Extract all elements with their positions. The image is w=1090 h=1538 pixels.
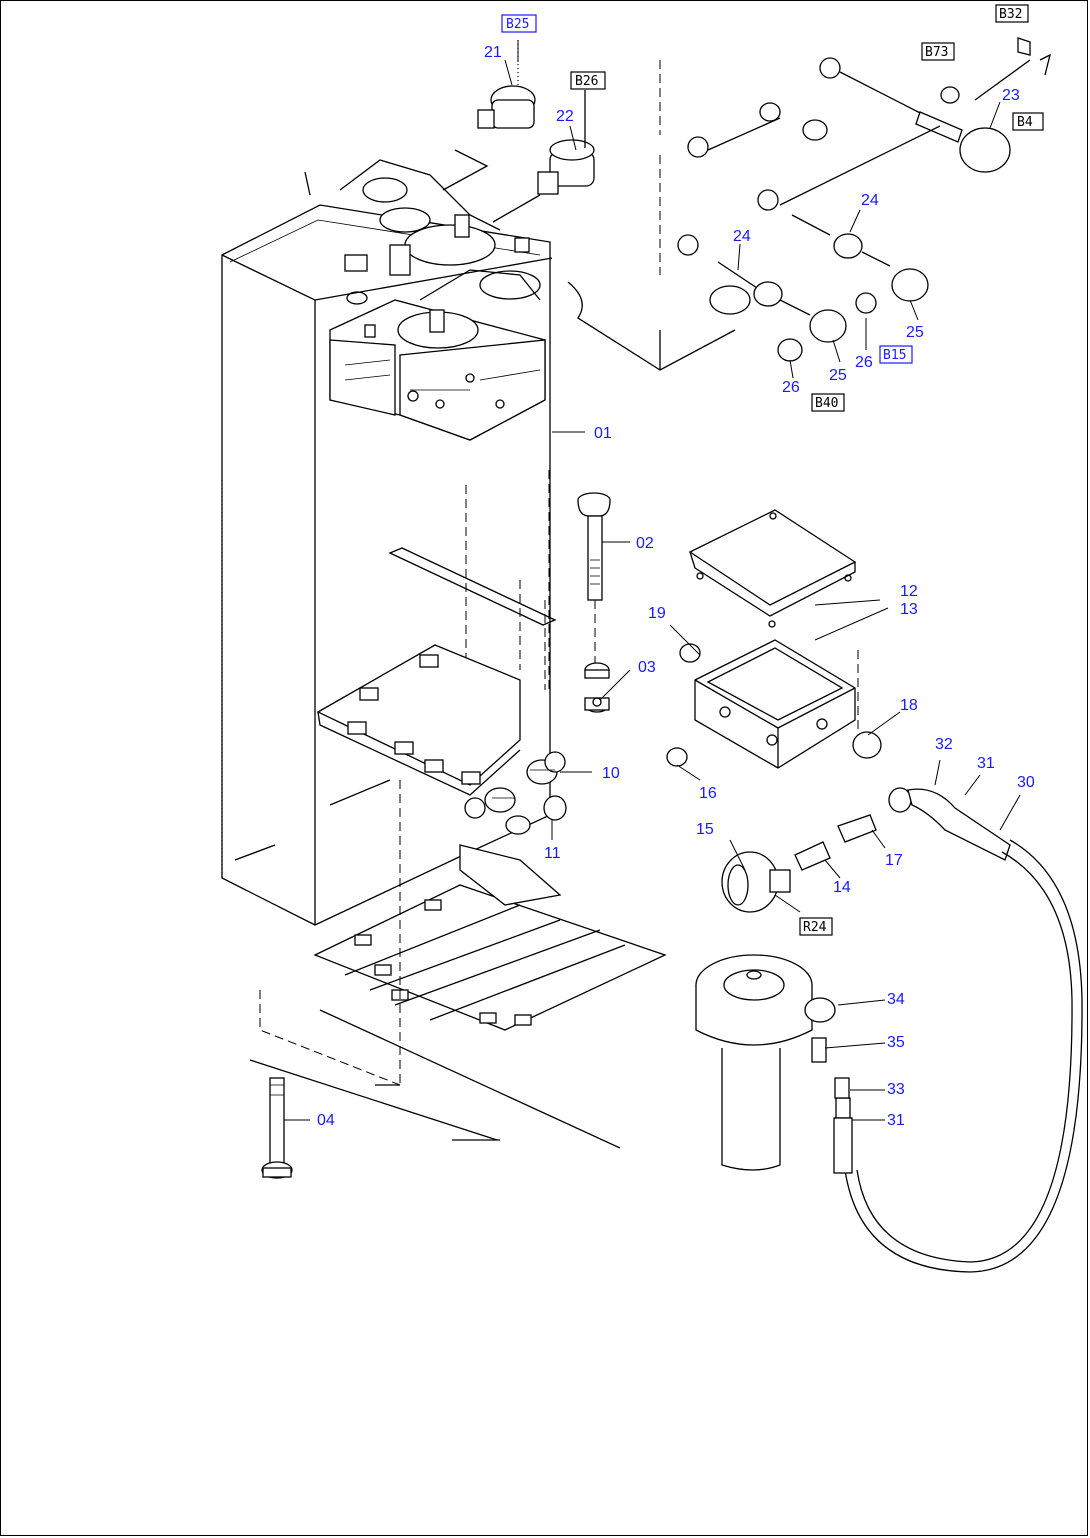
callout-23: 23 bbox=[1002, 87, 1020, 104]
callout-35: 35 bbox=[887, 1034, 905, 1051]
cable-glands bbox=[464, 751, 567, 835]
callout-31-lower: 31 bbox=[887, 1112, 905, 1129]
callout-22: 22 bbox=[556, 108, 574, 125]
callout-26-right: 26 bbox=[855, 354, 873, 371]
cabinet-top-mechanism bbox=[304, 159, 546, 441]
ref-b73: B73 bbox=[925, 45, 948, 60]
sensor-22 bbox=[492, 90, 595, 223]
base-bracket bbox=[259, 780, 667, 1086]
ref-b15: B15 bbox=[883, 348, 906, 363]
sensor-21 bbox=[442, 40, 536, 191]
junction-box-lid bbox=[688, 509, 857, 628]
ref-b32: B32 bbox=[999, 7, 1022, 22]
callout-31-upper: 31 bbox=[977, 755, 995, 772]
callout-03: 03 bbox=[638, 659, 656, 676]
callout-26-left: 26 bbox=[782, 379, 800, 396]
reference-labels: B25 B26 B32 B73 B4 B15 B40 R24 bbox=[501, 4, 1044, 936]
ref-b25: B25 bbox=[506, 17, 529, 32]
washers-upper bbox=[687, 102, 828, 158]
callout-17: 17 bbox=[885, 852, 903, 869]
callout-16: 16 bbox=[699, 785, 717, 802]
callout-32: 32 bbox=[935, 736, 953, 753]
callout-15: 15 bbox=[696, 821, 714, 838]
callout-04: 04 bbox=[317, 1112, 335, 1129]
fitting-14-17 bbox=[794, 787, 912, 871]
callout-30: 30 bbox=[1017, 774, 1035, 791]
callout-25-right: 25 bbox=[906, 324, 924, 341]
temp-sensor-23 bbox=[779, 37, 1051, 206]
chassis-frame-lines bbox=[249, 60, 736, 1149]
ref-b26: B26 bbox=[575, 74, 598, 89]
fittings-33-34-35 bbox=[804, 997, 850, 1099]
knob-15 bbox=[721, 851, 791, 913]
probe-24-upper bbox=[757, 189, 929, 314]
callout-11: 11 bbox=[544, 845, 561, 862]
air-tank bbox=[695, 954, 813, 1171]
bolt-04 bbox=[261, 1077, 293, 1179]
callout-13: 13 bbox=[900, 601, 918, 618]
callout-10: 10 bbox=[602, 765, 620, 782]
fittings-16-18-19 bbox=[666, 643, 882, 767]
callout-12: 12 bbox=[900, 583, 918, 600]
ref-b40: B40 bbox=[815, 396, 838, 411]
ref-b4: B4 bbox=[1017, 115, 1033, 130]
callout-01: 01 bbox=[594, 425, 612, 442]
junction-box bbox=[694, 639, 859, 769]
callout-24-upper: 24 bbox=[861, 192, 879, 209]
bolt-02 bbox=[577, 492, 611, 665]
callout-19: 19 bbox=[648, 605, 666, 622]
callout-14: 14 bbox=[833, 879, 851, 896]
mounting-plate bbox=[316, 547, 557, 796]
ref-r24: R24 bbox=[803, 920, 827, 935]
washer-nut-03 bbox=[584, 662, 610, 713]
callout-18: 18 bbox=[900, 697, 918, 714]
probe-24-lower bbox=[677, 234, 847, 362]
callout-21: 21 bbox=[484, 44, 502, 61]
callout-25-left: 25 bbox=[829, 367, 847, 384]
callout-labels: 01 02 03 04 10 11 12 13 14 15 16 17 18 1… bbox=[317, 44, 1035, 1129]
leader-lines bbox=[284, 40, 1021, 1121]
callout-02: 02 bbox=[636, 535, 654, 552]
callout-24-lower: 24 bbox=[733, 228, 751, 245]
hose-assembly bbox=[833, 788, 1083, 1273]
callout-33: 33 bbox=[887, 1081, 905, 1098]
callout-34: 34 bbox=[887, 991, 905, 1008]
